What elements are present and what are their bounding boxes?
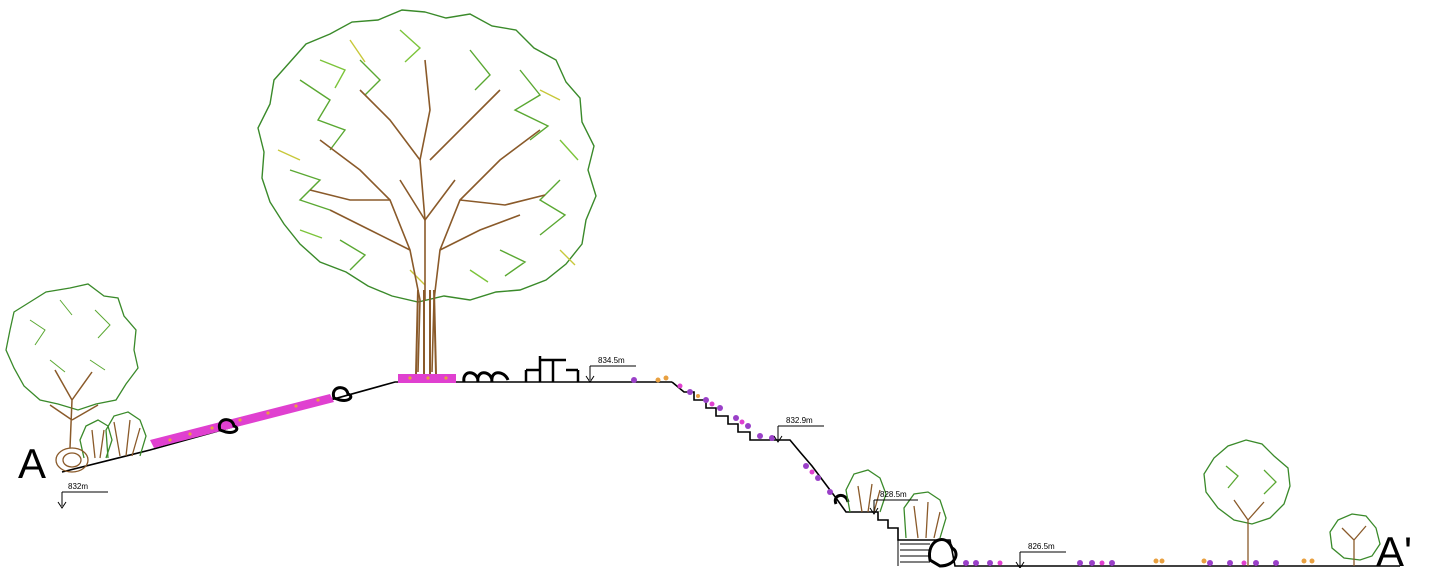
elevation-marker-832 [57,491,108,509]
large-tree-canopy [257,9,597,303]
elevation-marker-828-5 [869,499,918,515]
step-flowers [631,375,833,495]
large-tree [257,9,597,375]
ground-profile [61,381,1400,567]
black-shrub-symbols [217,371,958,568]
elevation-marker-834-5 [585,365,636,383]
elevation-label-832-9: 832.9m [786,416,813,425]
elevation-label-826-5: 826.5m [1028,542,1055,551]
large-tree-branches [309,59,546,373]
left-shrubs [55,411,147,473]
picnic-bench [524,356,580,382]
elevation-label-834-5: 834.5m [598,356,625,365]
elevation-marker-826-5 [1015,551,1066,568]
left-slope-flowers [150,374,456,448]
left-tree-canopy [5,283,139,411]
section-end-label: A' [1376,528,1412,568]
section-start-label: A [18,440,46,487]
large-tree-trunk [415,289,437,375]
bottom-flowers [963,558,1315,566]
right-tree [1203,439,1291,566]
elevation-label-832: 832m [68,482,88,491]
right-small-tree [1329,513,1381,566]
slope-shrubs [845,469,947,539]
elevation-label-828-5: 828.5m [880,490,907,499]
elevation-marker-832-9 [773,425,824,443]
left-tree-trunk [49,369,99,449]
left-tree [5,283,147,473]
